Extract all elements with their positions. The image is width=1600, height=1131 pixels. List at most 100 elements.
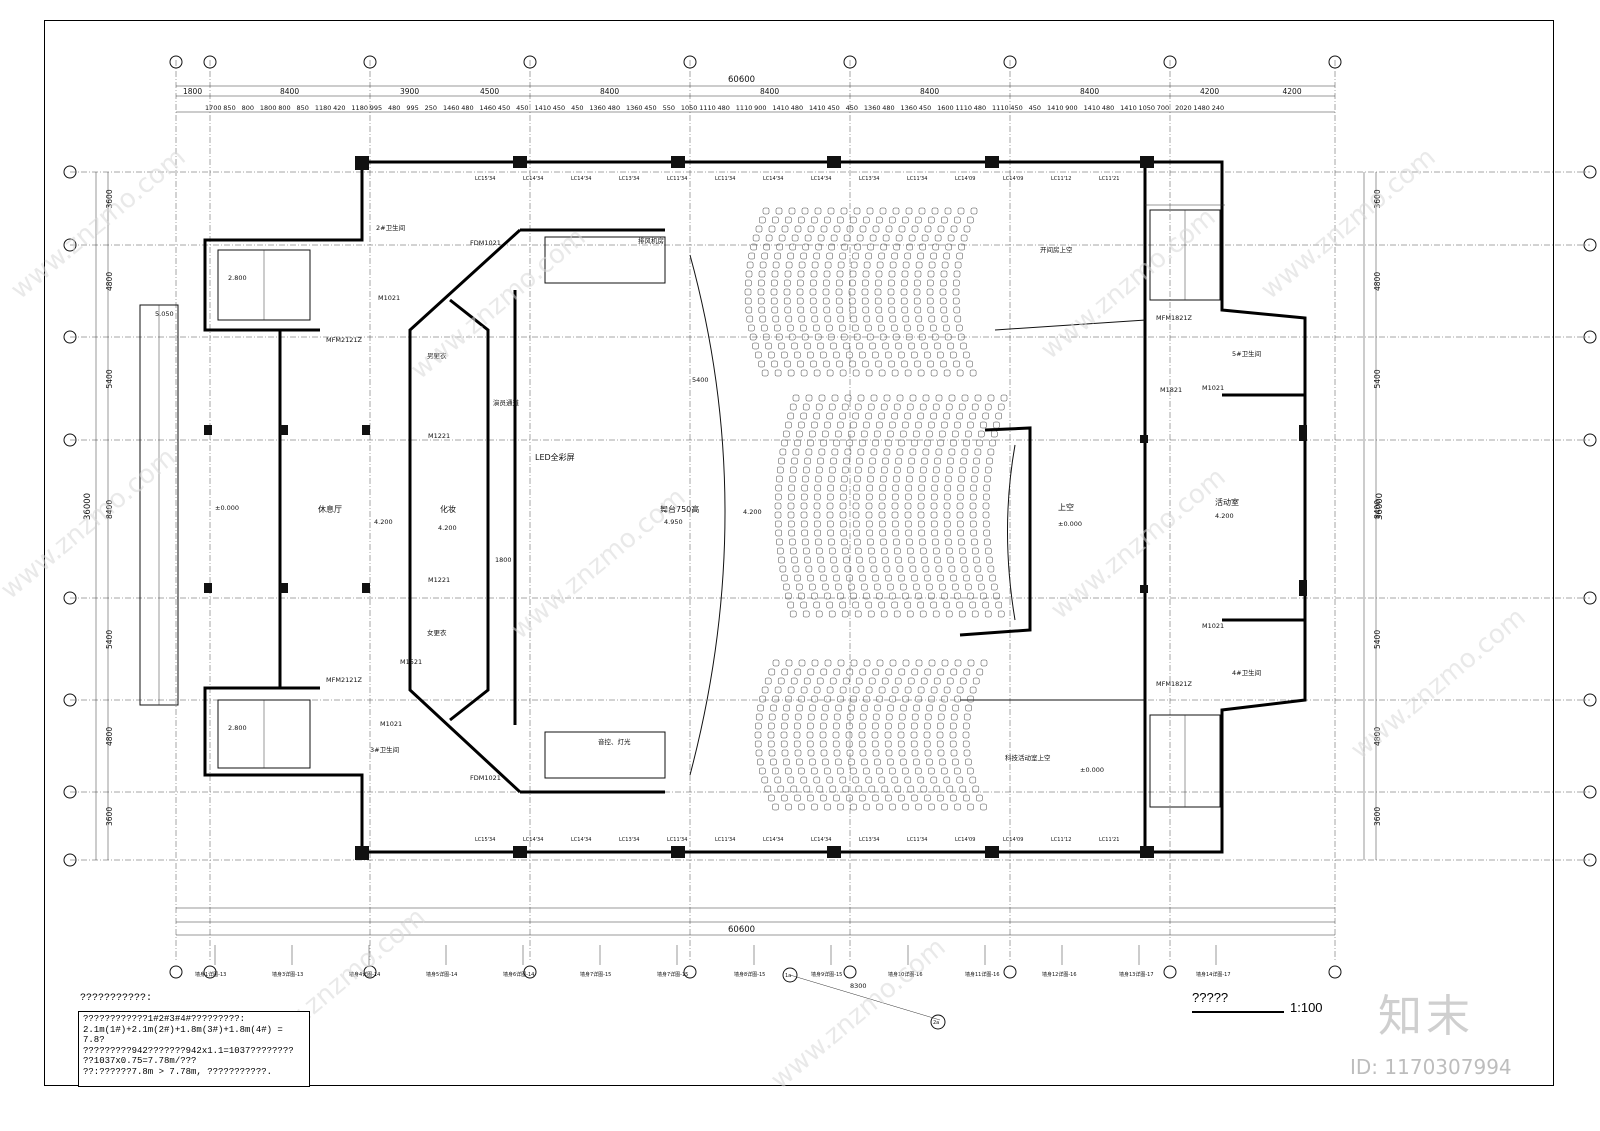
- seat: [914, 270, 922, 278]
- sub-dim: 1410: [1047, 104, 1064, 112]
- seat: [863, 421, 870, 429]
- seat: [941, 659, 949, 667]
- seat: [960, 556, 967, 564]
- seat: [943, 511, 951, 519]
- window-tags: LC15'34LC15'34LC14'34LC14'34LC14'34LC14'…: [475, 176, 1119, 843]
- seat: [833, 351, 840, 359]
- seat: [867, 538, 874, 546]
- seat: [956, 601, 963, 609]
- seat: [984, 538, 991, 546]
- seat: [833, 749, 841, 757]
- seat: [957, 493, 964, 501]
- seat: [781, 713, 789, 721]
- seat: [911, 225, 919, 233]
- seat: [885, 351, 892, 359]
- seat: [774, 686, 782, 694]
- seat: [840, 520, 847, 528]
- window-tag-top: LC11'34: [667, 176, 687, 182]
- door-tag: M1021: [1202, 384, 1224, 392]
- seat: [801, 484, 808, 492]
- seat: [960, 457, 967, 465]
- left-bay-dim: 8400: [105, 500, 114, 519]
- sub-dim: 1410: [1084, 104, 1101, 112]
- seat: [921, 234, 929, 242]
- seat: [783, 758, 790, 766]
- sub-dim: 1360: [589, 104, 606, 112]
- seat: [889, 767, 896, 775]
- seat: [828, 403, 836, 411]
- seat: [887, 704, 894, 712]
- seat: [904, 776, 912, 784]
- seat: [900, 758, 907, 766]
- seat: [924, 722, 931, 730]
- seat: [926, 430, 933, 438]
- seat: [784, 360, 791, 368]
- notes-box: ????????????1#2#3#4#?????????: 2.1m(1#)+…: [78, 1011, 310, 1087]
- seat: [982, 502, 990, 510]
- seat: [879, 493, 886, 501]
- seat: [887, 430, 894, 438]
- seat: [944, 520, 951, 528]
- seat: [774, 369, 782, 377]
- seat: [855, 677, 863, 685]
- seat: [917, 776, 925, 784]
- seat: [995, 412, 1002, 420]
- seat: [790, 785, 798, 793]
- seat: [902, 216, 909, 224]
- seat: [820, 351, 827, 359]
- seat: [800, 252, 807, 260]
- seat: [853, 529, 860, 537]
- seat: [835, 758, 842, 766]
- seat: [813, 511, 821, 519]
- sub-dim: 450: [644, 104, 656, 112]
- seat: [923, 731, 931, 739]
- seat: [804, 342, 811, 350]
- sub-dim: 800: [242, 104, 254, 112]
- sub-dim: 1110: [736, 104, 753, 112]
- seat: [939, 583, 946, 591]
- seat: [885, 225, 893, 233]
- seat: [887, 288, 895, 296]
- window-tag-bottom: LC11'34: [715, 837, 735, 843]
- seat: [960, 234, 968, 242]
- seat: [809, 704, 816, 712]
- seat: [918, 333, 926, 341]
- door-tag: FDM1021: [470, 774, 501, 782]
- seat: [923, 740, 931, 748]
- seat: [932, 243, 939, 251]
- led-screen-label: LED全彩屏: [535, 452, 575, 462]
- seat: [945, 403, 953, 411]
- seat: [827, 520, 834, 528]
- seat: [807, 225, 815, 233]
- seat: [945, 610, 953, 618]
- wall-callout: 墙身9详图-15: [811, 971, 842, 978]
- seat: [892, 207, 900, 215]
- seat: [965, 704, 972, 712]
- seat: [983, 520, 990, 528]
- seat: [888, 270, 896, 278]
- seat: [937, 225, 945, 233]
- seat: [788, 484, 795, 492]
- seat: [933, 466, 940, 474]
- overall-width-bottom: 60600: [728, 925, 755, 935]
- seat: [958, 538, 965, 546]
- seat: [815, 610, 823, 618]
- notes-line: ?????????942???????942x1.1=1037????????: [83, 1045, 294, 1056]
- seat: [956, 324, 963, 332]
- seat: [770, 758, 777, 766]
- seat: [917, 502, 925, 510]
- seat: [922, 448, 930, 456]
- seat: [926, 704, 933, 712]
- wall-callout: 墙身8详图-15: [734, 971, 765, 978]
- seat: [828, 243, 835, 251]
- sub-dim: 480: [882, 104, 894, 112]
- seat: [880, 475, 887, 483]
- window-tag-top: LC15'34: [475, 176, 495, 182]
- seat: [950, 713, 958, 721]
- seat: [897, 740, 905, 748]
- wc2-label: 2#卫生间: [376, 223, 405, 232]
- seat: [837, 592, 844, 600]
- seat: [898, 439, 905, 447]
- seat: [907, 466, 914, 474]
- seat: [956, 412, 963, 420]
